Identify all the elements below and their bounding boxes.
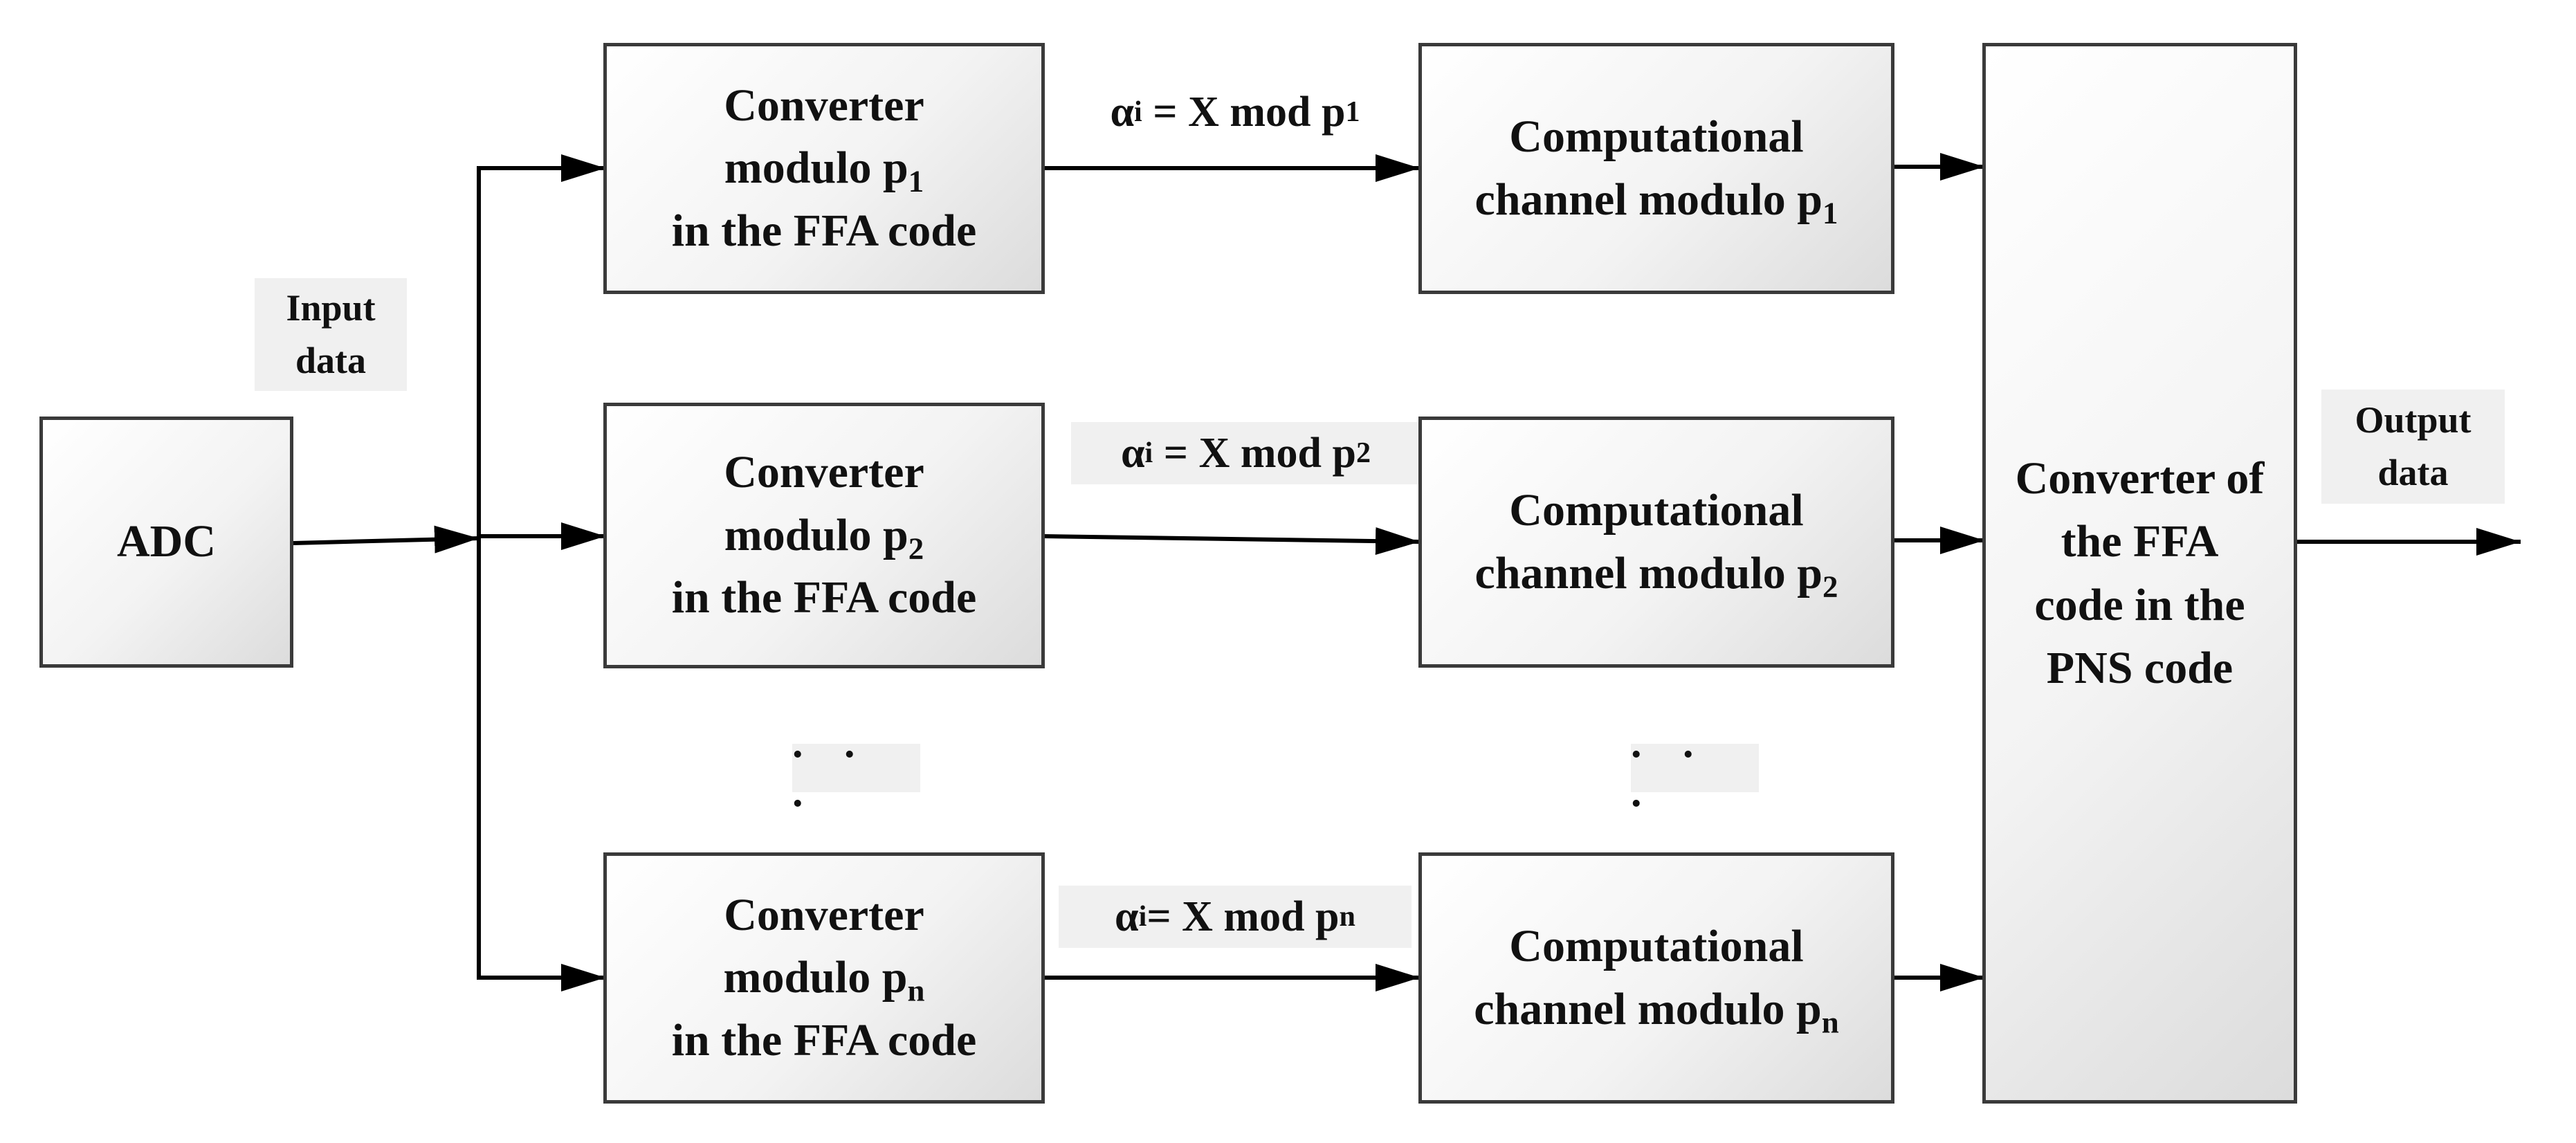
- ellipsis-converters: . . .: [792, 720, 920, 816]
- converter-block-n: Converter modulo pn in the FFA code: [603, 852, 1045, 1104]
- adc-to-bus-arrow: [293, 525, 479, 554]
- converter-block-1: Converter modulo p1 in the FFA code: [603, 43, 1045, 294]
- converter-2-to-channel-2-arrow: [1043, 527, 1421, 556]
- adc-block: ADC: [39, 417, 293, 668]
- ellipsis-channels: . . .: [1631, 720, 1759, 816]
- channel-block-2: Computational channel modulo p2: [1418, 417, 1894, 668]
- ffa-to-pns-converter-block: Converter of the FFA code in the PNS cod…: [1982, 43, 2297, 1104]
- channel-block-1: Computational channel modulo p1: [1418, 43, 1894, 294]
- channel-block-n: Computational channel modulo pn: [1418, 852, 1894, 1104]
- converter-block-2: Converter modulo p2 in the FFA code: [603, 403, 1045, 668]
- input-data-label: Input data: [255, 278, 407, 391]
- output-data-label: Output data: [2321, 390, 2505, 504]
